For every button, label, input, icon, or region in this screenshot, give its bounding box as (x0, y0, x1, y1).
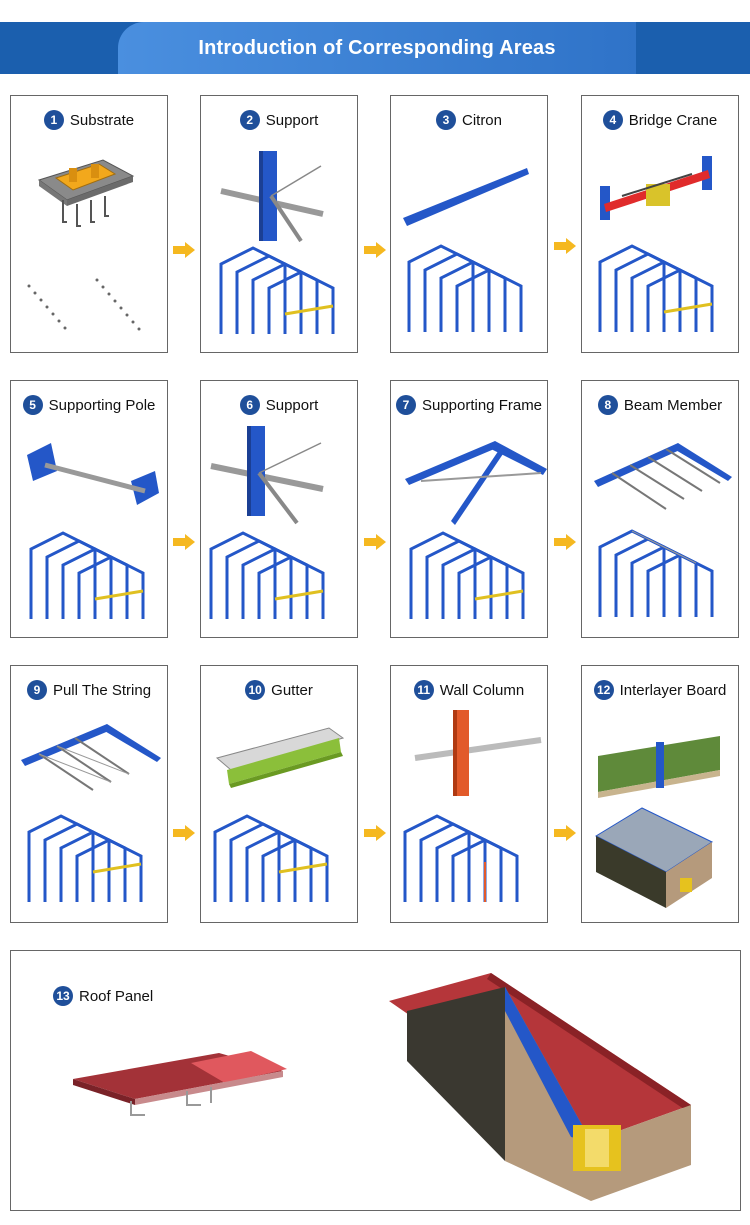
step-label: Supporting Pole (48, 396, 156, 414)
arrow-right-icon (173, 534, 195, 550)
step-number-badge: 7 (395, 395, 416, 415)
arrow-right-icon (173, 825, 195, 841)
frame-illustration (403, 814, 519, 902)
frame-illustration (213, 814, 329, 902)
step-card-8: 8 Beam Member (581, 380, 739, 638)
step-card-9: 9 Pull The String (10, 665, 168, 923)
substrate-illustration (27, 159, 141, 331)
step-number-badge: 8 (597, 395, 618, 415)
frame-illustration (598, 529, 714, 617)
step-label: Gutter (271, 681, 313, 699)
support-illustration (210, 426, 324, 525)
step-label: Wall Column (439, 681, 525, 699)
arrow-right-icon (364, 825, 386, 841)
frame-illustration (27, 814, 143, 902)
step-number-badge: 5 (22, 395, 43, 415)
frame-illustration (209, 531, 325, 619)
building-illustration (594, 807, 714, 908)
beam-member-illustration (594, 443, 732, 510)
frame-illustration (598, 244, 714, 332)
step-label: Supporting Frame (421, 396, 543, 414)
arrow-right-icon (364, 242, 386, 258)
frame-illustration (407, 244, 523, 332)
step-number-badge: 2 (239, 110, 260, 130)
step-number-badge: 9 (26, 680, 47, 700)
step-card-11: 11 Wall Column (390, 665, 548, 923)
step-card-7: 7 Supporting Frame (390, 380, 548, 638)
step-number-badge: 6 (239, 395, 260, 415)
page-title: Introduction of Corresponding Areas (198, 36, 556, 59)
step-label: Support (265, 396, 319, 414)
supporting-pole-illustration (27, 443, 159, 505)
step-label: Citron (461, 111, 502, 129)
step-card-10: 10 Gutter (200, 665, 358, 923)
support-illustration (220, 151, 324, 243)
step-number-badge: 11 (413, 680, 434, 700)
step-label: Beam Member (623, 396, 723, 414)
wall-column-illustration (414, 710, 542, 796)
arrow-right-icon (554, 238, 576, 254)
gutter-illustration (215, 727, 345, 788)
step-card-4: 4 Bridge Crane (581, 95, 739, 353)
step-label: Support (265, 111, 319, 129)
step-card-1: 1 Substrate (10, 95, 168, 353)
bridge-crane-illustration (600, 156, 712, 220)
frame-illustration (409, 531, 525, 619)
arrow-right-icon (554, 534, 576, 550)
step-number-badge: 1 (43, 110, 64, 130)
step-card-13: 13 Roof Panel (10, 950, 741, 1211)
frame-illustration (29, 531, 145, 619)
step-card-3: 3 Citron (390, 95, 548, 353)
step-card-2: 2 Support (200, 95, 358, 353)
step-number-badge: 4 (602, 110, 623, 130)
step-number-badge: 3 (435, 110, 456, 130)
arrow-right-icon (364, 534, 386, 550)
frame-illustration (219, 246, 335, 334)
header-pill (118, 22, 636, 74)
interlayer-board-illustration (598, 736, 720, 798)
step-card-6: 6 Support (200, 380, 358, 638)
supporting-frame-illustration (405, 441, 547, 525)
completed-building-illustration (389, 973, 691, 1201)
arrow-right-icon (173, 242, 195, 258)
pull-the-string-illustration (21, 724, 161, 791)
step-number-badge: 13 (53, 986, 73, 1006)
step-label: Interlayer Board (619, 681, 727, 699)
step-number-badge: 10 (245, 680, 266, 700)
citron-illustration (403, 168, 529, 226)
arrow-right-icon (554, 825, 576, 841)
step-label: Pull The String (52, 681, 152, 699)
step-label: Substrate (69, 111, 135, 129)
step-card-12: 12 Interlayer Board (581, 665, 739, 923)
step-card-5: 5 Supporting Pole (10, 380, 168, 638)
step-label: Roof Panel (79, 987, 154, 1005)
step-number-badge: 12 (593, 680, 614, 700)
step-label: Bridge Crane (628, 111, 718, 129)
roof-panel-illustration (73, 1051, 287, 1116)
